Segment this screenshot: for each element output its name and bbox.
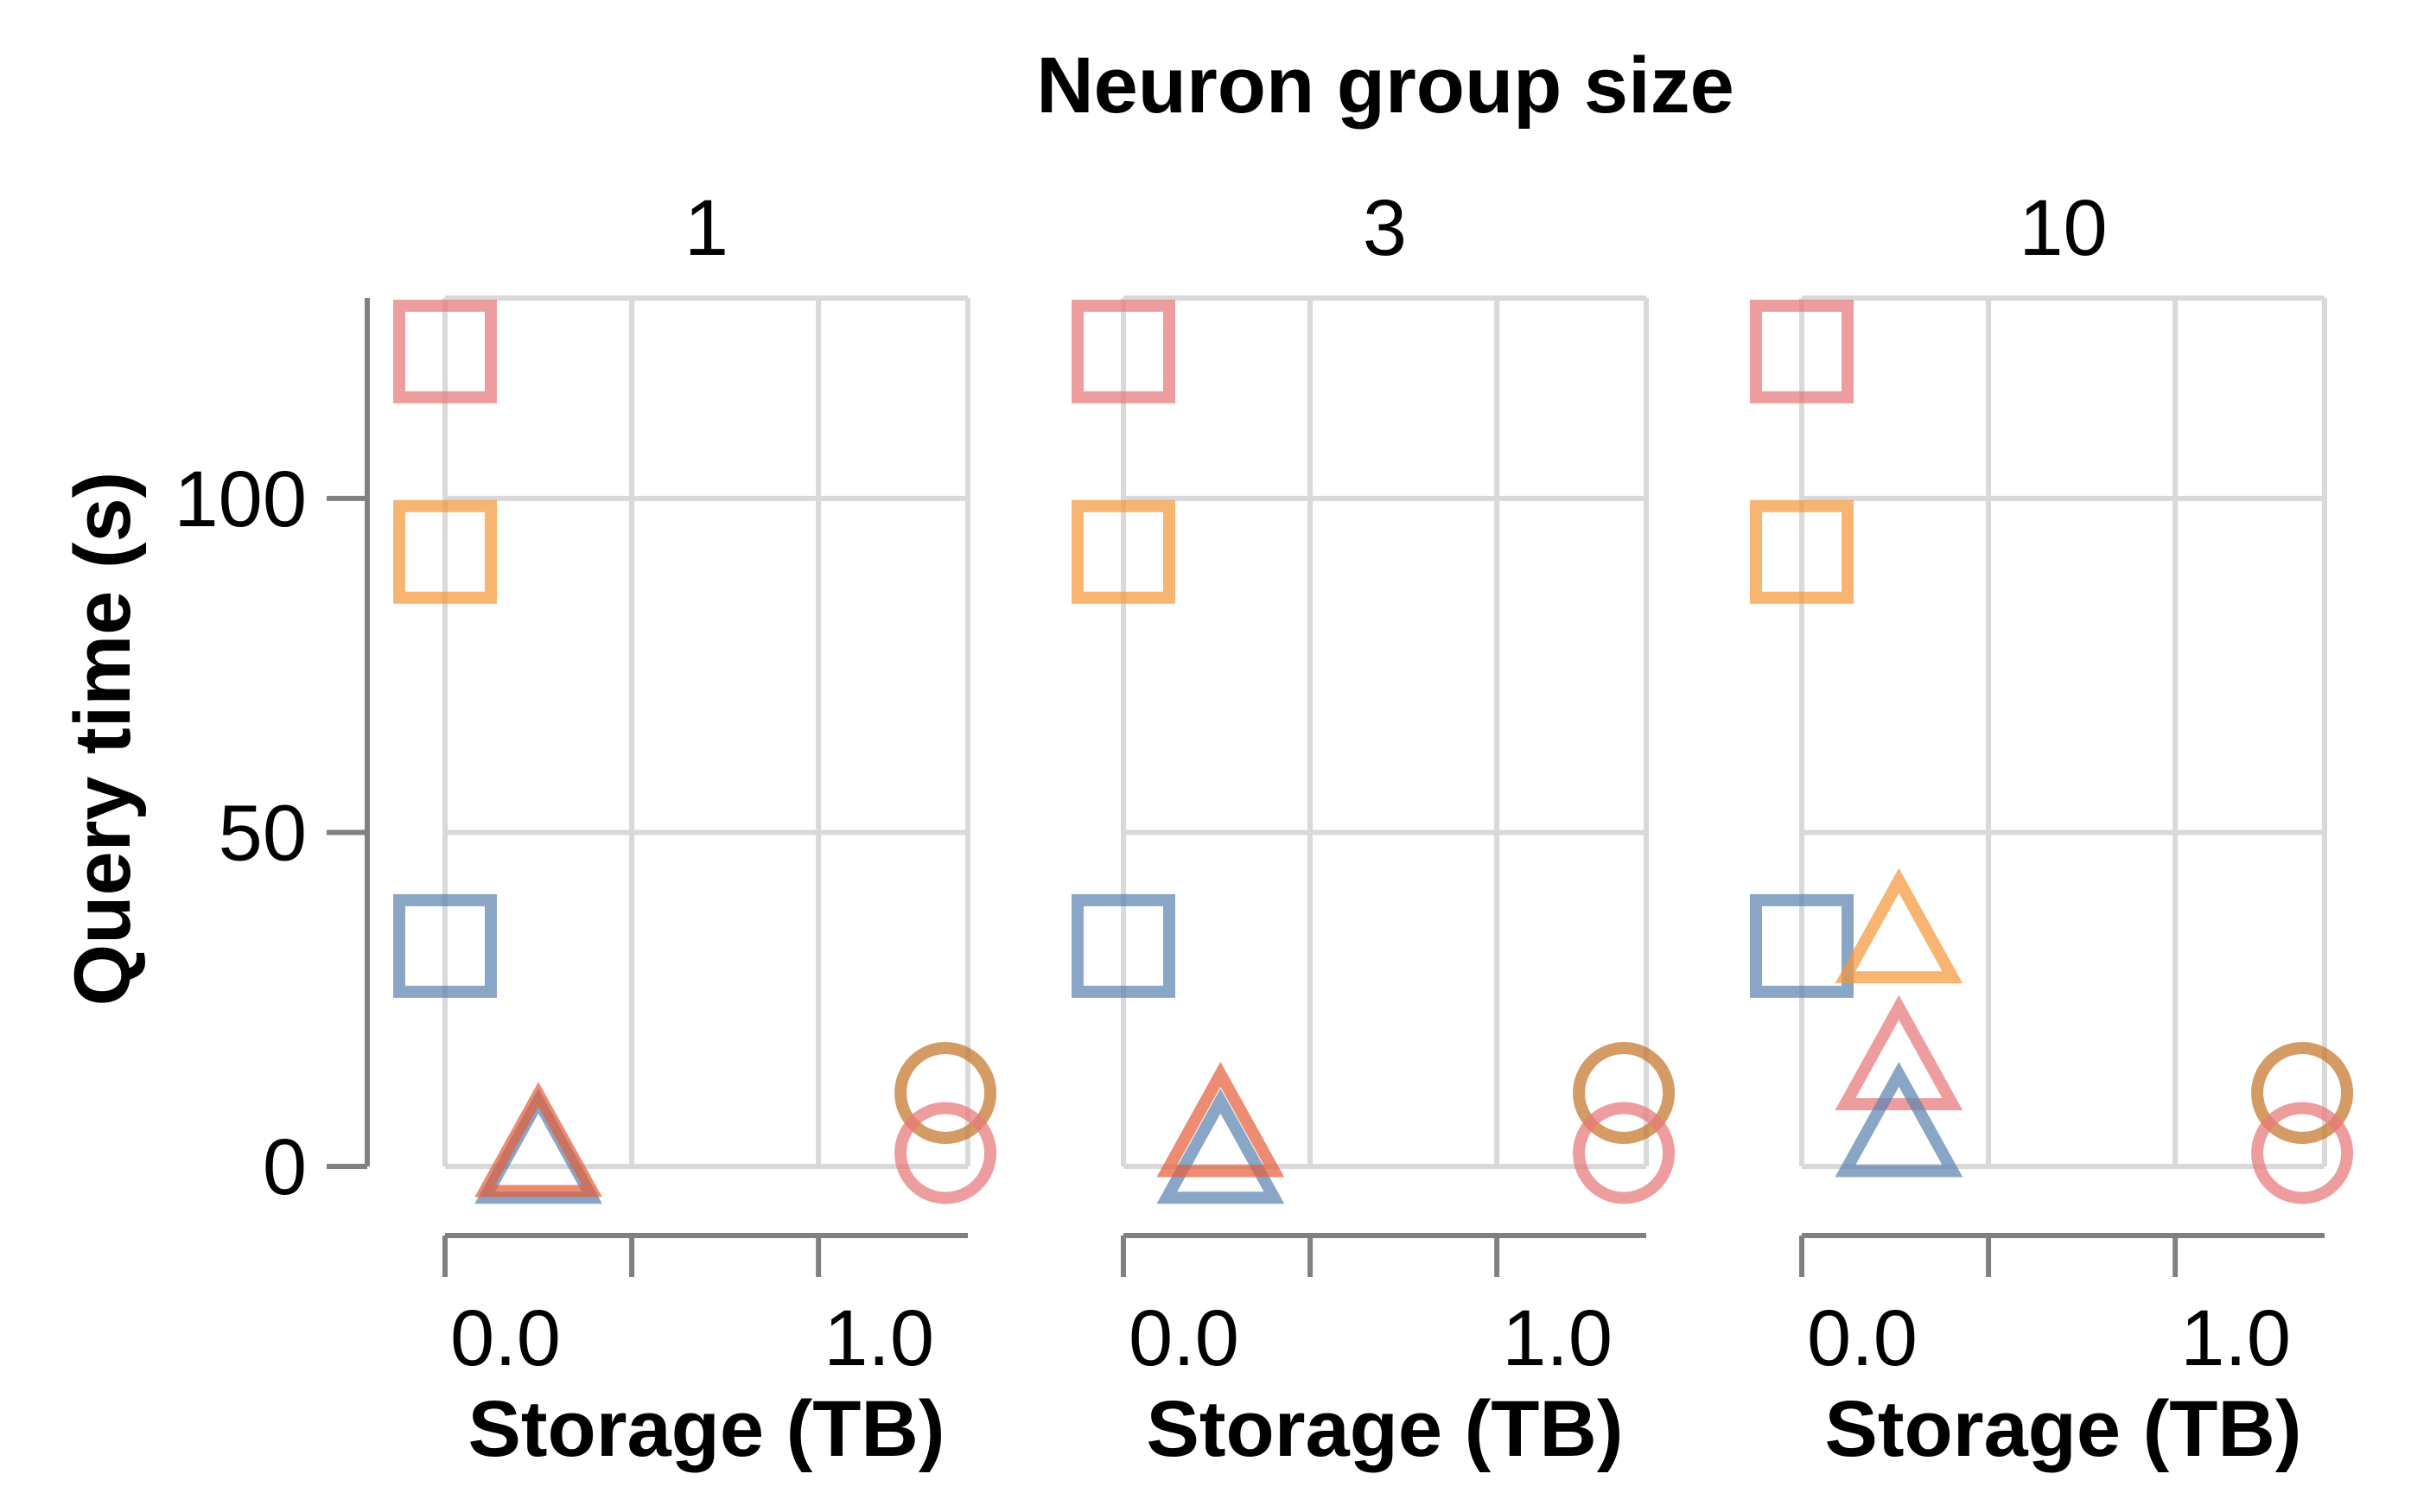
y-axis-title: Query time (s) — [59, 472, 147, 1007]
data-point-square — [1750, 299, 1854, 403]
y-axis: 0 50 100 — [175, 298, 370, 1211]
data-point-triangle — [1835, 867, 1963, 984]
data-point-square — [1072, 893, 1175, 998]
data-point-circle — [894, 1041, 997, 1144]
data-point-square — [393, 299, 497, 403]
data-point-circle — [2251, 1102, 2354, 1204]
data-point-circle — [894, 1102, 997, 1204]
x-tick-label: 0.0 — [1129, 1294, 1239, 1382]
data-point-circle — [1573, 1102, 1676, 1204]
data-point-square — [1072, 499, 1175, 604]
data-point-triangle — [1156, 1088, 1285, 1204]
x-tick-label: 1.0 — [2180, 1294, 2291, 1382]
facet-label: 10 — [2019, 184, 2107, 272]
facet-label: 1 — [684, 184, 728, 272]
x-tick-label: 0.0 — [1807, 1294, 1918, 1382]
data-point-triangle — [1156, 1061, 1285, 1178]
y-tick-label: 0 — [263, 1123, 307, 1211]
data-point-square — [1750, 893, 1854, 998]
y-tick-label: 50 — [219, 789, 307, 877]
y-tick-label: 100 — [175, 455, 308, 543]
data-point-triangle — [1835, 994, 1963, 1111]
x-axis-title: Storage (TB) — [468, 1385, 945, 1473]
data-point-square — [1750, 499, 1854, 604]
data-point-triangle — [474, 1088, 602, 1204]
x-tick-label: 0.0 — [450, 1294, 561, 1382]
data-point-square — [1072, 299, 1175, 403]
data-point-circle — [1573, 1041, 1676, 1144]
x-tick-label: 1.0 — [1502, 1294, 1613, 1382]
x-axis-title: Storage (TB) — [1147, 1385, 1624, 1473]
data-point-square — [393, 499, 497, 604]
data-point-triangle — [1835, 1061, 1963, 1178]
chart-title: Neuron group size — [1036, 41, 1734, 130]
facet-label: 3 — [1363, 184, 1407, 272]
data-point-circle — [2251, 1041, 2354, 1144]
x-axis-title: Storage (TB) — [1825, 1385, 2302, 1473]
data-point-square — [393, 893, 497, 998]
x-tick-label: 1.0 — [824, 1294, 934, 1382]
data-point-triangle — [474, 1082, 602, 1198]
